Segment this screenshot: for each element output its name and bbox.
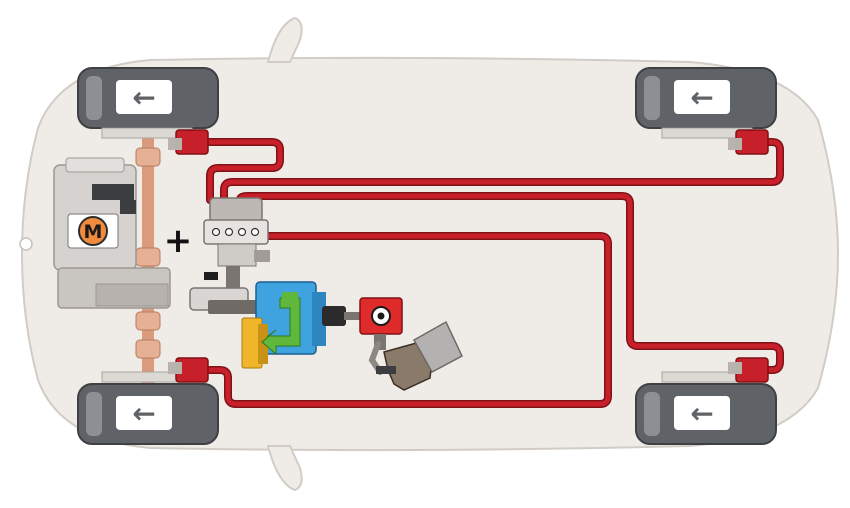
cylinder-neck xyxy=(217,243,257,267)
brake-line-rear-right-bottom xyxy=(237,193,783,373)
tire-highlight xyxy=(86,392,102,436)
brake-master-cylinder xyxy=(189,197,270,314)
axle-cv-joint-top xyxy=(135,147,161,167)
arrow-box xyxy=(674,80,730,114)
tow-hook xyxy=(19,237,33,251)
mirror-bottom xyxy=(266,445,303,492)
cylinder-connector xyxy=(254,250,270,262)
wheel-rear-right: ← xyxy=(635,357,777,445)
booster-side-panel xyxy=(312,292,326,346)
plus-symbol: + xyxy=(164,221,193,261)
arrow-box xyxy=(116,396,172,430)
pedal-pad xyxy=(376,366,396,374)
reservoir-top xyxy=(209,197,263,223)
sensor-black-block xyxy=(204,272,218,280)
tire-highlight xyxy=(644,76,660,120)
sensor-core xyxy=(377,312,385,320)
motor-cap xyxy=(65,157,125,173)
electric-motor: M xyxy=(53,157,171,309)
booster-pushrod-housing xyxy=(322,306,346,326)
caliper-bracket xyxy=(728,138,742,150)
car-body-shell xyxy=(20,56,840,452)
reservoir-port-icon xyxy=(237,227,247,237)
motor-symbol-icon xyxy=(78,216,108,246)
brake-lines xyxy=(206,138,784,408)
valve-block xyxy=(282,292,298,302)
wheel-front-right: ← xyxy=(635,67,777,155)
brake-line-rear-right-top xyxy=(221,139,783,203)
reservoir-port-icon xyxy=(224,227,234,237)
wheel-arrow-icon: ← xyxy=(690,81,713,114)
cylinder-piston xyxy=(208,300,268,314)
tire-highlight xyxy=(86,76,102,120)
brake-line-front-right xyxy=(207,233,611,407)
gearbox-cover xyxy=(95,283,169,307)
caliper-bracket xyxy=(168,362,182,374)
wheel-arrow-icon: ← xyxy=(132,397,155,430)
mirror-top xyxy=(266,16,303,63)
motor-label: M xyxy=(84,221,103,243)
brake-booster xyxy=(241,281,362,369)
arrow-box xyxy=(674,396,730,430)
reservoir-port-icon xyxy=(250,227,260,237)
car-body xyxy=(19,16,840,492)
pedal-travel-sensor xyxy=(359,297,403,350)
brake-pedal xyxy=(368,320,463,391)
caliper-bracket xyxy=(168,138,182,150)
front-axle xyxy=(135,135,161,385)
booster-pushrod xyxy=(344,312,362,320)
motor-connector xyxy=(92,184,134,200)
booster-gear-ring xyxy=(258,324,268,364)
motor-connector-lower xyxy=(120,200,136,214)
caliper-bracket xyxy=(728,362,742,374)
brake-line-front-left xyxy=(207,139,283,203)
reservoir-port-icon xyxy=(211,227,221,237)
arrow-box xyxy=(116,80,172,114)
axle-cv-joint-mid-bottom xyxy=(135,311,161,331)
valve-arrow-icon xyxy=(261,297,301,356)
wheel-arrow-icon: ← xyxy=(132,81,155,114)
trouser-leg xyxy=(412,320,463,374)
wheel-rear-left: ← xyxy=(77,357,219,445)
tire-highlight xyxy=(644,392,660,436)
axle-cv-joint-mid-top xyxy=(135,247,161,267)
axle-cv-joint-bottom xyxy=(135,339,161,359)
wheel-front-left: ← xyxy=(77,67,219,155)
wheel-arrow-icon: ← xyxy=(690,397,713,430)
